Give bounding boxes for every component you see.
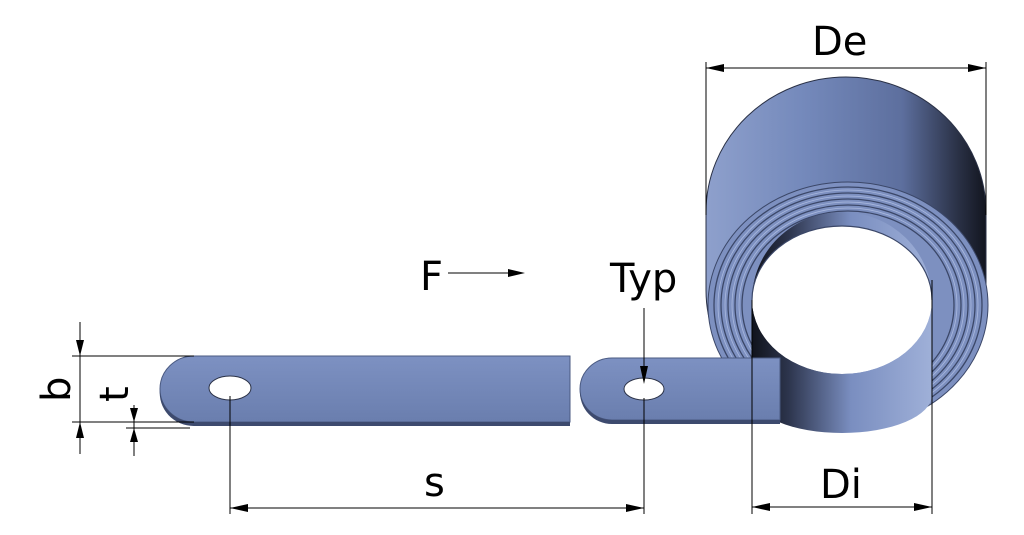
dimension-de (705, 62, 987, 215)
coil-inner-opening (752, 226, 932, 374)
right-strip-body (579, 357, 781, 421)
dimension-s (229, 396, 645, 514)
label-de: De (812, 19, 867, 65)
label-t: t (92, 386, 138, 402)
force-arrow (448, 269, 525, 277)
label-b: b (34, 377, 80, 402)
right-strip (579, 357, 781, 425)
coil-inner-wall (752, 300, 932, 427)
label-typ: Typ (609, 256, 677, 302)
label-di: Di (820, 462, 862, 508)
label-s: s (424, 460, 445, 506)
dimension-di (751, 280, 933, 514)
typ-pointer (640, 308, 648, 384)
dimension-t (126, 405, 190, 456)
label-force: F (420, 254, 443, 300)
spring-coil (705, 76, 989, 433)
left-strip (159, 355, 571, 427)
